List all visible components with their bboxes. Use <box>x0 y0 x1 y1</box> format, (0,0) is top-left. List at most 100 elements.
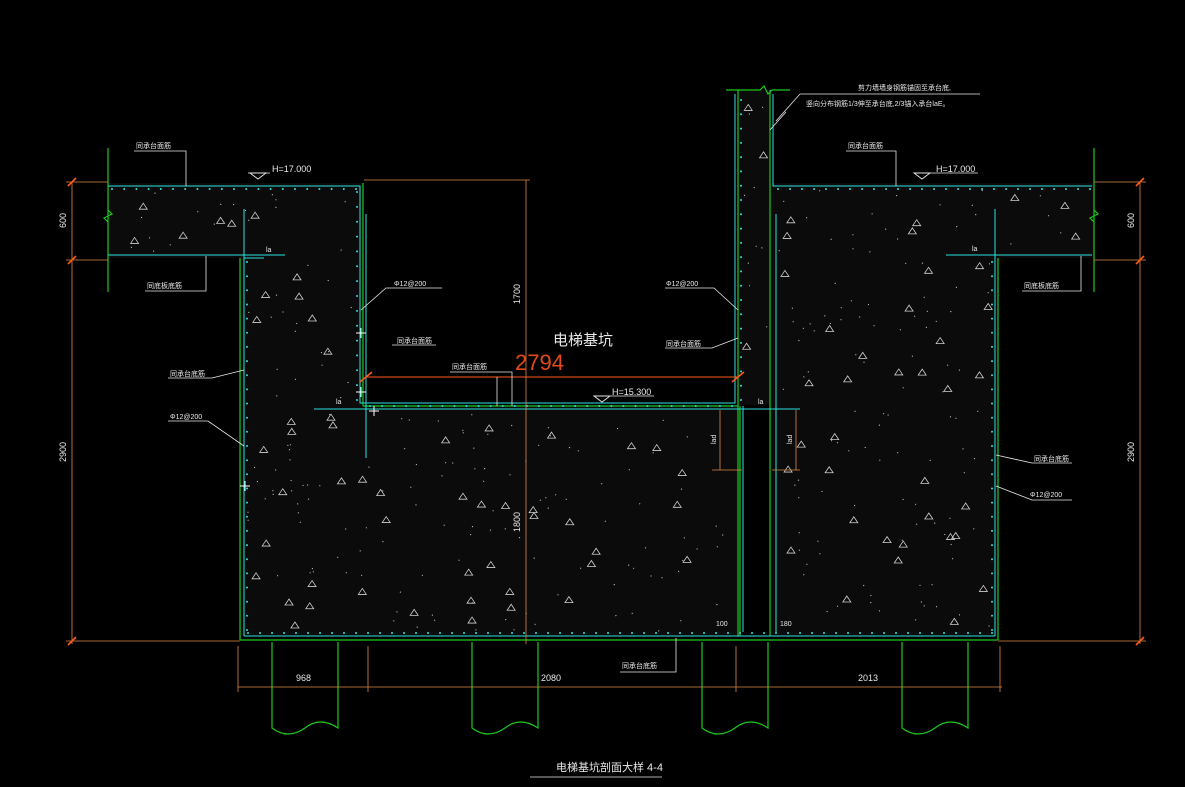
rebar-dot <box>789 188 791 190</box>
hatch-dot <box>307 264 309 266</box>
hatch-triangle <box>780 269 790 277</box>
concrete-body <box>108 90 1094 636</box>
dim-right-body: 2900 <box>1126 442 1136 462</box>
hatch-dot <box>302 484 304 487</box>
rebar-dot <box>246 614 248 617</box>
hatch-triangle <box>375 488 386 496</box>
hatch-dot <box>549 435 552 437</box>
hatch-dot <box>905 262 907 264</box>
hatch-dot <box>791 307 794 309</box>
hatch-dot <box>869 251 871 253</box>
hatch-dot <box>568 447 571 449</box>
rebar-dot <box>246 275 248 278</box>
rebar-dot <box>740 99 742 101</box>
hatch-dot <box>533 557 535 559</box>
label-cap-bottom-left: 同承台底筋 <box>170 369 205 378</box>
hatch-dot <box>443 524 445 526</box>
rebar-dot <box>233 188 235 190</box>
rebar-dot <box>595 632 597 634</box>
hatch-triangle <box>226 219 237 227</box>
hatch-dot <box>650 575 652 577</box>
hatch-dot <box>915 619 917 621</box>
hatch-dot <box>956 226 958 228</box>
hatch-triangle <box>849 516 859 524</box>
rebar-dot <box>269 188 272 190</box>
hatch-dot <box>275 206 277 208</box>
hatch-dot <box>661 577 663 579</box>
hatch-dot <box>955 417 957 419</box>
hatch-dot <box>878 610 881 612</box>
hatch-dot <box>270 316 272 318</box>
hatch-dot <box>452 462 454 464</box>
rebar-dot <box>957 188 959 190</box>
hatch-triangle <box>911 218 922 227</box>
rebar-dot <box>1041 188 1043 190</box>
rebar-dot <box>667 632 669 634</box>
hatch-dot <box>852 248 854 250</box>
hatch-dot <box>393 620 395 622</box>
hatch-dot <box>471 414 473 416</box>
hatch-triangle <box>974 261 985 270</box>
rebar-dot <box>295 632 297 634</box>
hatch-dot <box>920 601 923 603</box>
hatch-dot <box>783 200 785 202</box>
hatch-dot <box>987 292 989 294</box>
hatch-dot <box>288 449 291 451</box>
lad-left: lad <box>711 435 718 444</box>
hatch-dot <box>683 537 685 539</box>
hatch-dot <box>458 559 460 561</box>
rebar-dot <box>356 205 358 208</box>
rebar-dot <box>331 632 333 634</box>
rebar-dot <box>574 405 577 407</box>
rebar-dot <box>622 405 625 407</box>
hatch-dot <box>944 533 946 536</box>
hatch-dot <box>247 511 249 513</box>
hatch-dot <box>345 528 347 530</box>
hatch-dot <box>806 563 808 565</box>
hatch-dot <box>950 543 952 546</box>
hatch-dot <box>831 440 833 442</box>
rebar-dot <box>751 632 753 634</box>
hatch-dot <box>658 630 660 632</box>
rebar-dot <box>356 324 358 327</box>
rebar-dot <box>356 399 358 401</box>
hatch-triangle <box>129 236 140 244</box>
hatch-dot <box>294 378 296 380</box>
hatch-dot <box>949 416 952 418</box>
note-line-2: 竖向分布钢筋1/3伸至承台底,2/3锚入承台laE。 <box>806 99 950 108</box>
hatch-dot <box>509 474 511 476</box>
hatch-dot <box>870 602 872 604</box>
hatch-dot <box>817 540 819 542</box>
dim-wall-right: 180 <box>780 621 792 628</box>
rebar-dot <box>415 632 417 634</box>
hatch-dot <box>863 584 865 587</box>
rebar-dot <box>535 632 537 634</box>
note-line-1: 剪力墙墙身钢筋锚固至承台底, <box>858 83 951 92</box>
rebar-dot <box>159 188 162 190</box>
rebar-dot <box>740 356 742 359</box>
elev-pit-bottom: H=15.300 <box>612 387 651 397</box>
hatch-dot <box>1060 232 1062 234</box>
hatch-dot <box>899 329 902 331</box>
hatch-triangle <box>898 540 908 548</box>
rebar-dot <box>403 632 405 634</box>
hatch-dot <box>382 490 384 492</box>
hatch-dot <box>319 485 321 487</box>
rebar-dot <box>991 289 993 292</box>
hatch-dot <box>359 550 361 552</box>
hatch-dot <box>753 187 755 189</box>
rebar-dot <box>943 632 945 634</box>
hatch-dot <box>830 238 832 240</box>
hatch-dot <box>340 249 342 251</box>
rebar-dot <box>246 629 248 631</box>
la-pit-left: la <box>336 399 342 406</box>
hatch-dot <box>813 330 815 332</box>
hatch-dot <box>929 459 931 461</box>
hatch-dot <box>307 484 309 486</box>
hatch-dot <box>855 354 857 356</box>
dim-left-body: 2900 <box>58 442 68 462</box>
hatch-dot <box>962 448 964 450</box>
hatch-dot <box>973 528 975 530</box>
rebar-dot <box>991 487 993 490</box>
